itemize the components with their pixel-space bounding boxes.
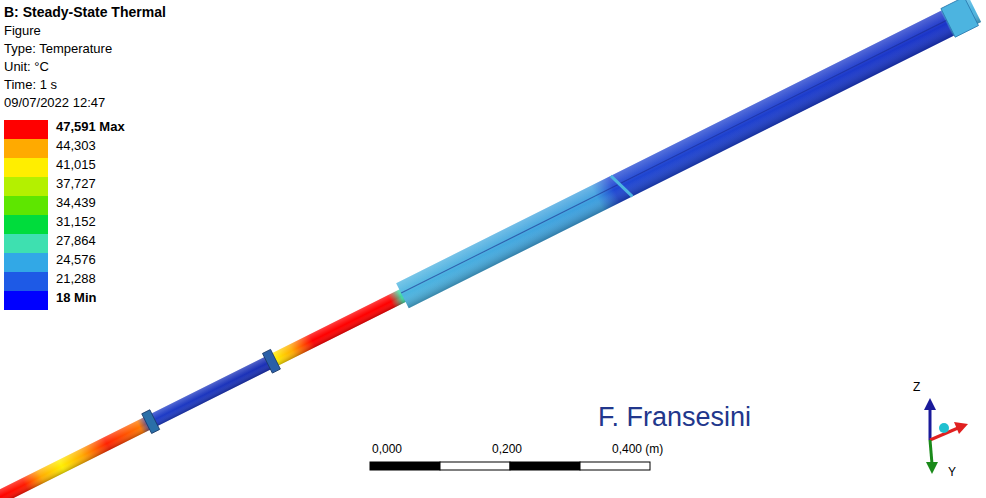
scale-value: 0,000 (372, 443, 402, 457)
legend-value: 47,591 Max (56, 120, 125, 135)
axis-label: Y (948, 466, 956, 480)
legend-swatch (4, 196, 48, 215)
legend-swatch (4, 158, 48, 177)
legend-swatch (4, 215, 48, 234)
legend-value: 41,015 (56, 158, 96, 173)
legend-value: 27,864 (56, 234, 96, 249)
legend-value: 37,727 (56, 177, 96, 192)
unit-label: Unit: °C (4, 60, 49, 75)
author-name: F. Fransesini (598, 402, 751, 433)
legend-swatch (4, 234, 48, 253)
legend-swatch (4, 253, 48, 272)
legend-value: 24,576 (56, 253, 96, 268)
legend-swatch (4, 291, 48, 310)
scale-value: 0,200 (492, 443, 522, 457)
legend-swatch (4, 120, 48, 139)
scale-value: 0,400 (m) (612, 443, 663, 457)
date-stamp: 09/07/2022 12:47 (4, 96, 105, 111)
legend-value: 18 Min (56, 291, 96, 306)
legend-swatch (4, 272, 48, 291)
scale-bar (370, 462, 650, 470)
axis-triad (924, 398, 968, 474)
legend-value: 21,288 (56, 272, 96, 287)
result-type: Type: Temperature (4, 42, 112, 57)
legend-value: 34,439 (56, 196, 96, 211)
time-label: Time: 1 s (4, 78, 57, 93)
result-title: B: Steady-State Thermal (4, 4, 166, 20)
legend-value: 44,303 (56, 139, 96, 154)
legend-value: 31,152 (56, 215, 96, 230)
legend-swatch (4, 177, 48, 196)
axis-label: Z (913, 381, 920, 395)
figure-label: Figure (4, 24, 41, 39)
legend-swatch (4, 139, 48, 158)
